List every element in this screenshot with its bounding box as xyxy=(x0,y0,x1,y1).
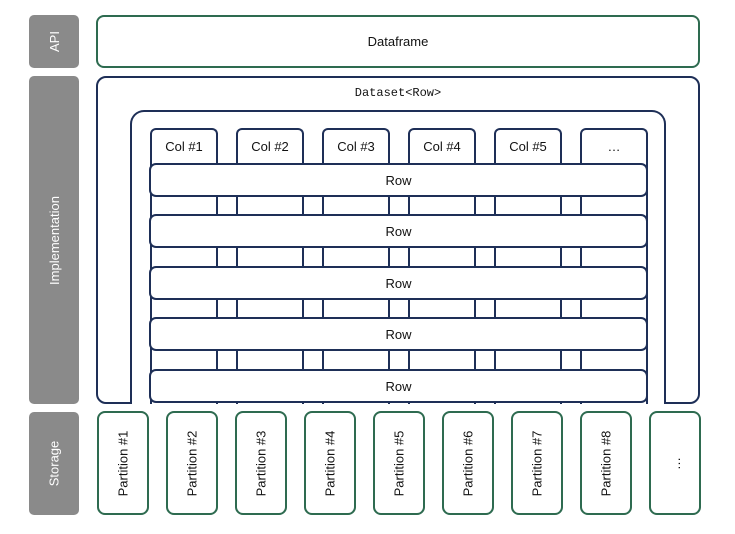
storage-side-label: Storage xyxy=(29,412,79,515)
partition-label-2: Partition #2 xyxy=(184,430,200,496)
column-header-1: Col #1 xyxy=(150,128,218,162)
partition-1: Partition #1 xyxy=(97,411,149,515)
column-header-3: Col #3 xyxy=(322,128,390,162)
partition-3: Partition #3 xyxy=(235,411,287,515)
partition-6: Partition #6 xyxy=(442,411,494,515)
row-4: Row xyxy=(149,317,648,351)
partition-label-7: Partition #7 xyxy=(529,430,545,496)
partition-label-3: Partition #3 xyxy=(253,430,269,496)
dataframe-label: Dataframe xyxy=(367,34,429,49)
partition-2: Partition #2 xyxy=(166,411,218,515)
partition-label-1: Partition #1 xyxy=(115,430,131,496)
api-label-text: API xyxy=(46,31,62,52)
partition-8: Partition #8 xyxy=(580,411,632,515)
column-header-4: Col #4 xyxy=(408,128,476,162)
column-header-2: Col #2 xyxy=(236,128,304,162)
storage-label-text: Storage xyxy=(46,440,62,487)
partition-9: … xyxy=(649,411,701,515)
implementation-side-label: Implementation xyxy=(29,76,79,404)
row-2: Row xyxy=(149,214,648,248)
partition-label-8: Partition #8 xyxy=(598,430,614,496)
implementation-label-text: Implementation xyxy=(46,195,62,285)
partition-4: Partition #4 xyxy=(304,411,356,515)
row-5: Row xyxy=(149,369,648,403)
partition-label-9: … xyxy=(667,456,683,470)
partition-5: Partition #5 xyxy=(373,411,425,515)
column-header-6: … xyxy=(580,128,648,162)
dataframe-box: Dataframe xyxy=(96,15,700,68)
api-side-label: API xyxy=(29,15,79,68)
row-3: Row xyxy=(149,266,648,300)
dataset-inner-frame xyxy=(130,110,666,404)
dataset-label: Dataset<Row> xyxy=(354,86,442,100)
row-1: Row xyxy=(149,163,648,197)
partition-label-4: Partition #4 xyxy=(322,430,338,496)
partition-label-6: Partition #6 xyxy=(460,430,476,496)
partition-label-5: Partition #5 xyxy=(391,430,407,496)
partition-7: Partition #7 xyxy=(511,411,563,515)
column-header-5: Col #5 xyxy=(494,128,562,162)
